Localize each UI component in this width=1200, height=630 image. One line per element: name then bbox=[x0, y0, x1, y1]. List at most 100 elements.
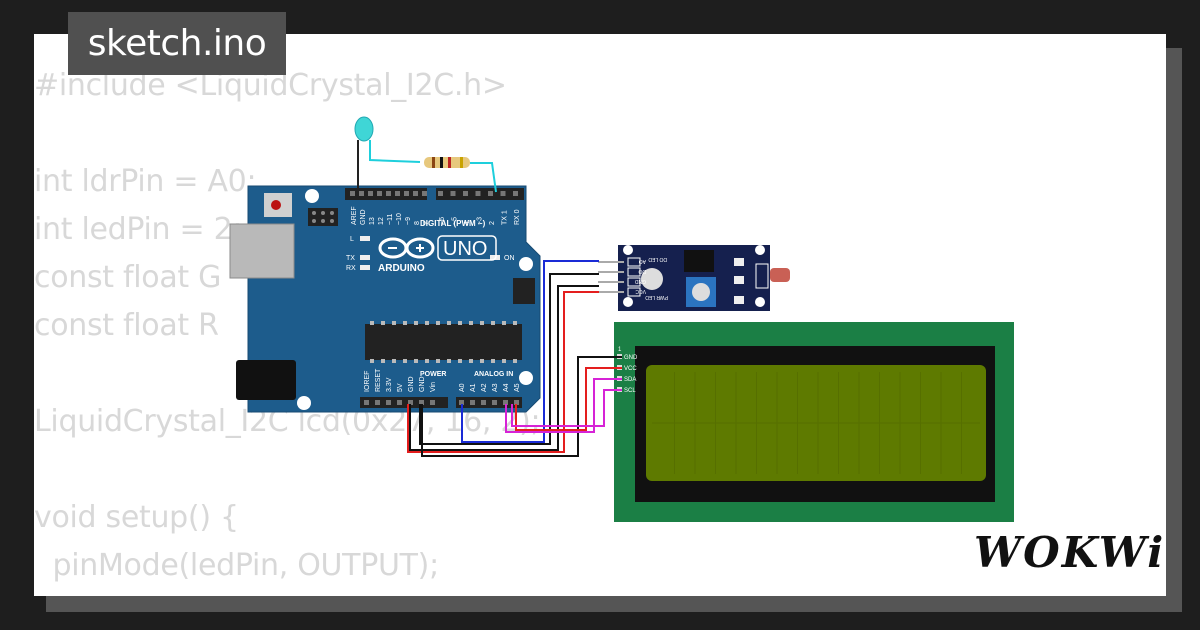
lcd-display-module[interactable]: 1 GND VCC SDA SCL bbox=[614, 322, 1014, 522]
top-pin-label: 8 bbox=[414, 221, 421, 225]
top-pin-label: RX 0 bbox=[514, 209, 521, 225]
analog-pin-label: A3 bbox=[492, 383, 499, 392]
top-pin-label: 7 bbox=[423, 221, 430, 225]
led-rx-label: RX bbox=[346, 265, 356, 272]
ldr-pin-label: DO bbox=[638, 268, 646, 274]
ldr-pin-label: GND bbox=[635, 278, 647, 284]
analog-pin-label: A2 bbox=[481, 383, 488, 392]
analog-pin-label: A4 bbox=[503, 383, 510, 392]
header-pin[interactable] bbox=[404, 191, 409, 196]
header-pin[interactable] bbox=[488, 191, 493, 196]
microcontroller-chip bbox=[365, 324, 522, 360]
do-led-label: DO LED bbox=[648, 256, 667, 262]
power-pin-label: 3.3V bbox=[386, 377, 393, 392]
top-pin-label: ~5 bbox=[452, 217, 459, 225]
analog-pin-label: A0 bbox=[459, 383, 466, 392]
ldr-sensor-module[interactable]: AO DO GND VCC PWR LED DO LED bbox=[598, 245, 790, 311]
led-on-label: ON bbox=[504, 255, 515, 262]
header-pin[interactable] bbox=[422, 191, 427, 196]
header-pin[interactable] bbox=[350, 191, 355, 196]
icsp-header-right bbox=[513, 278, 535, 304]
top-pin-label: 12 bbox=[378, 217, 385, 225]
header-pin[interactable] bbox=[438, 191, 443, 196]
header-pin[interactable] bbox=[397, 400, 402, 405]
header-pin[interactable] bbox=[514, 400, 519, 405]
power-pin-label: GND bbox=[419, 376, 426, 392]
header-pin[interactable] bbox=[470, 400, 475, 405]
uno-badge bbox=[437, 235, 497, 261]
header-pin[interactable] bbox=[359, 191, 364, 196]
ldr-pin-label: VCC bbox=[635, 288, 646, 294]
mounting-hole bbox=[297, 396, 311, 410]
code-line: pinMode(ledPin, OUTPUT); bbox=[34, 548, 439, 583]
led-rx bbox=[360, 265, 370, 270]
wires bbox=[407, 260, 622, 457]
code-line: void setup() { bbox=[34, 500, 239, 535]
header-pin[interactable] bbox=[475, 191, 481, 196]
header-pin[interactable] bbox=[492, 400, 497, 405]
usb-connector bbox=[229, 223, 295, 279]
pwr-led-label: PWR LED bbox=[645, 294, 668, 300]
header-pin[interactable] bbox=[459, 400, 464, 405]
header-pin[interactable] bbox=[481, 400, 486, 405]
header-pin[interactable] bbox=[386, 191, 391, 196]
header-pin[interactable] bbox=[500, 191, 506, 196]
code-line: const float G bbox=[34, 260, 222, 295]
file-tab[interactable]: sketch.ino bbox=[68, 12, 286, 75]
power-pin-label: GND bbox=[408, 376, 415, 392]
top-pin-label: ~10 bbox=[396, 213, 403, 225]
analog-pin-label: A1 bbox=[470, 383, 477, 392]
analog-header bbox=[456, 397, 522, 408]
power-header bbox=[360, 397, 448, 408]
code-line: int ldrPin = A0; bbox=[34, 164, 257, 199]
top-pin-label: 2 bbox=[489, 221, 496, 225]
code-line: int ledPin = 2; bbox=[34, 212, 243, 247]
lcd-pin-label: VCC bbox=[624, 366, 637, 372]
icsp-header bbox=[308, 208, 338, 226]
power-pin-label: Vin bbox=[430, 382, 437, 392]
reset-button-cap bbox=[271, 200, 281, 210]
top-pin-label: 4 bbox=[464, 221, 471, 225]
header-pin[interactable] bbox=[395, 191, 400, 196]
mounting-hole bbox=[305, 189, 319, 203]
top-pin-label: GND bbox=[360, 209, 367, 225]
model-label: UNO bbox=[443, 238, 487, 260]
top-pin-label: ~11 bbox=[387, 214, 394, 225]
resistor-component[interactable] bbox=[424, 157, 497, 193]
header-pin[interactable] bbox=[419, 400, 424, 405]
header-pin[interactable] bbox=[413, 191, 418, 196]
header-pin[interactable] bbox=[386, 400, 391, 405]
lcd-pin-header: 1 bbox=[618, 347, 622, 353]
lcd-pin-label: SCL bbox=[624, 388, 636, 394]
wokwi-logo: WOKWi bbox=[974, 528, 1166, 577]
lcd-pin-label: SDA bbox=[624, 377, 636, 383]
header-pin[interactable] bbox=[450, 191, 456, 196]
header-pin[interactable] bbox=[375, 400, 380, 405]
led-l-label: L bbox=[350, 236, 354, 243]
top-pin-label: TX 1 bbox=[502, 210, 509, 225]
analog-pin-label: A5 bbox=[514, 383, 521, 392]
led-component[interactable] bbox=[354, 116, 421, 190]
power-jack bbox=[236, 360, 296, 400]
header-pin[interactable] bbox=[513, 191, 518, 196]
header-pin[interactable] bbox=[364, 400, 369, 405]
power-pin-label: 5V bbox=[397, 383, 404, 392]
mounting-hole bbox=[519, 257, 533, 271]
header-pin[interactable] bbox=[430, 400, 435, 405]
ldr-pin-label: AO bbox=[639, 258, 646, 264]
led-tx bbox=[360, 255, 370, 260]
lcd-pin-label: GND bbox=[624, 355, 638, 361]
header-pin[interactable] bbox=[377, 191, 382, 196]
top-pin-label: AREF bbox=[351, 206, 358, 225]
top-pin-label: ~3 bbox=[477, 217, 484, 225]
header-pin[interactable] bbox=[463, 191, 468, 196]
digital-header-label: DIGITAL (PWM ~) bbox=[420, 219, 486, 228]
analog-label: ANALOG IN bbox=[474, 371, 513, 378]
code-background: #include <LiquidCrystal_I2C.h> int ldrPi… bbox=[34, 62, 541, 590]
header-pin[interactable] bbox=[408, 400, 413, 405]
header-pin[interactable] bbox=[503, 400, 508, 405]
mounting-hole bbox=[519, 371, 533, 385]
top-pin-label: ~6 bbox=[439, 217, 446, 225]
header-pin[interactable] bbox=[368, 191, 373, 196]
